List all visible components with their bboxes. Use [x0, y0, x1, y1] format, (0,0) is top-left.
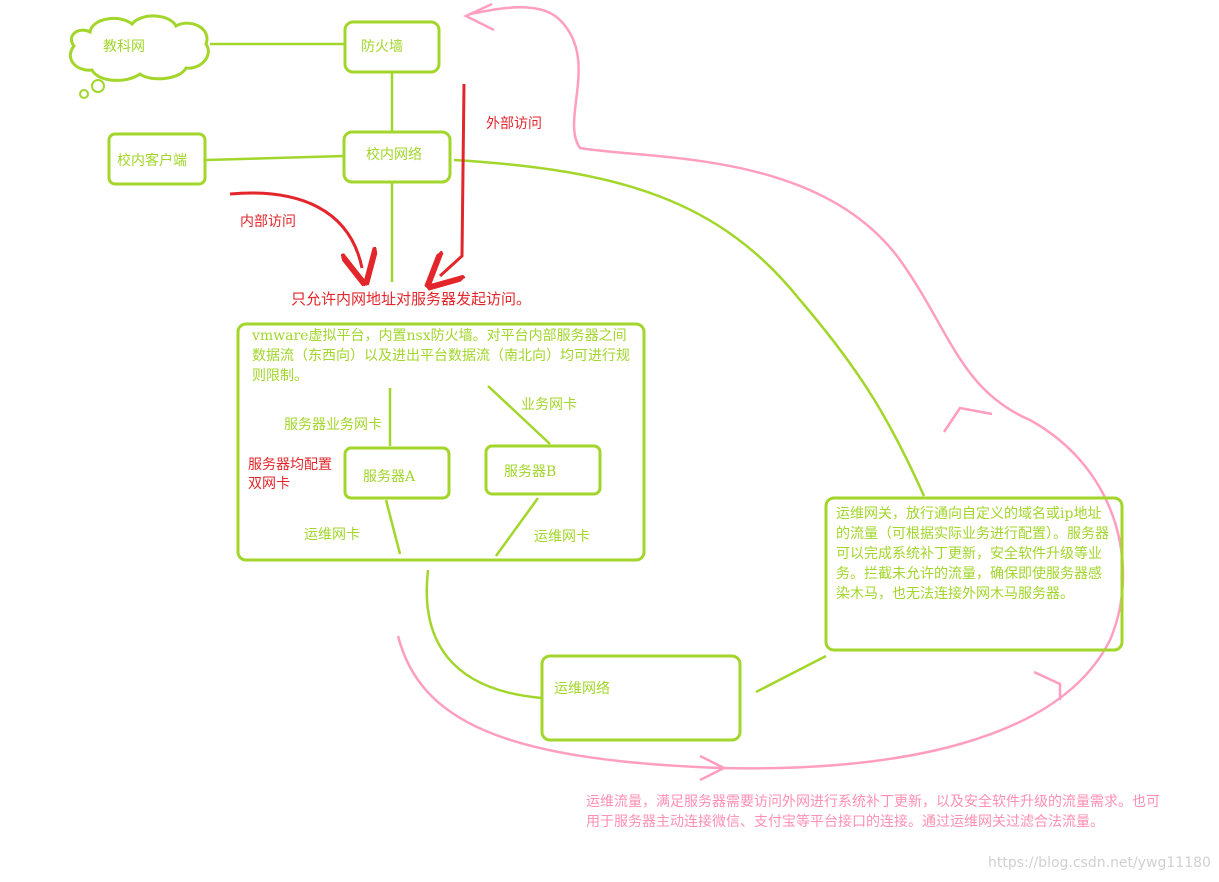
link-client-campus	[205, 154, 345, 162]
ops-gateway-label: 运维网关，放行通向自定义的域名或ip地址的流量（可根据实际业务进行配置）。服务器…	[836, 506, 1109, 602]
ops-nic-a-label: 运维网卡	[304, 527, 360, 543]
link-ops-nic-a	[384, 499, 402, 555]
link-ops-network-gateway	[755, 654, 827, 694]
ops-traffic-path	[396, 6, 1125, 770]
cloud-bubble-2	[79, 89, 89, 99]
ops-network-box	[540, 654, 742, 742]
ops-network-label: 运维网络	[554, 681, 610, 697]
internal-access-arrow	[229, 191, 362, 268]
server-a-box	[343, 446, 451, 500]
ops-gateway-box	[824, 496, 1124, 652]
ops-traffic-label: 运维流量，满足服务器需要访问外网进行系统补丁更新，以及安全软件升级的流量需求。也…	[586, 794, 1160, 830]
external-access-arrow	[440, 83, 466, 276]
campus-network-label: 校内网络	[366, 147, 422, 163]
ops-traffic-arrowhead-top	[463, 2, 495, 32]
cloud-label: 教科网	[103, 39, 145, 55]
server-b-label: 服务器B	[504, 464, 557, 480]
ops-traffic-arrowhead-bottom	[699, 754, 727, 782]
link-ops-nic-b	[494, 497, 540, 557]
firewall-label: 防火墙	[361, 39, 403, 55]
external-access-label: 外部访问	[486, 116, 542, 132]
ops-traffic-arrowhead-mid	[942, 406, 993, 433]
link-platform-ops-network	[425, 569, 543, 700]
server-b-box	[484, 444, 602, 496]
campus-client-label: 校内客户端	[117, 153, 187, 169]
link-campus-gateway	[453, 158, 926, 497]
business-nic-label: 业务网卡	[521, 397, 577, 413]
campus-network-box	[342, 130, 452, 184]
ops-traffic-arrowhead-right	[1033, 670, 1062, 700]
server-a-label: 服务器A	[363, 469, 416, 485]
server-business-nic-label: 服务器业务网卡	[284, 417, 382, 433]
internal-access-label: 内部访问	[240, 214, 296, 230]
ops-nic-b-label: 运维网卡	[534, 529, 590, 545]
cloud-bubble-1	[91, 79, 105, 93]
vmware-platform-label: vmware虚拟平台，内置nsx防火墙。对平台内部服务器之间数据流（东西向）以及…	[252, 328, 630, 384]
dual-nic-label: 服务器均配置双网卡	[248, 457, 332, 492]
cloud-shape	[68, 14, 210, 82]
link-business-nic-b	[487, 385, 551, 445]
vmware-platform-box	[236, 322, 646, 562]
campus-client-box	[107, 132, 207, 186]
watermark: https://blog.csdn.net/ywg11180	[988, 855, 1211, 871]
allow-internal-only-label: 只允许内网地址对服务器发起访问。	[291, 290, 532, 308]
firewall-box	[343, 20, 441, 74]
